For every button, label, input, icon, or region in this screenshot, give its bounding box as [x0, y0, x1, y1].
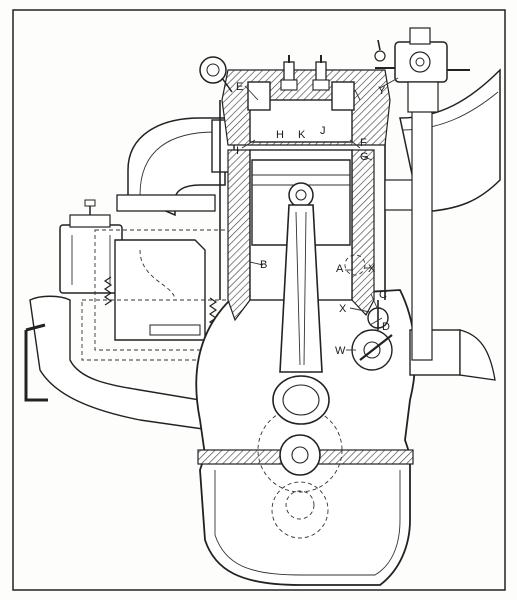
label-K: K — [298, 129, 306, 141]
label-F: F — [360, 137, 367, 149]
big-end-bearing — [272, 375, 330, 425]
label-E: E — [236, 81, 243, 93]
exhaust-elbow — [127, 117, 226, 217]
label-D: D — [382, 321, 390, 333]
page-border — [12, 9, 506, 591]
label-W: W — [335, 345, 346, 357]
label-G: G — [360, 151, 369, 163]
lower-housing-arm — [29, 295, 212, 431]
label-X-lower: X — [339, 303, 347, 315]
float-chamber — [59, 224, 123, 294]
valve-spring-left — [103, 276, 113, 306]
label-B: B — [260, 259, 267, 271]
cylinder-wall-left — [227, 149, 251, 322]
crankshaft-main — [279, 434, 321, 476]
label-H: H — [276, 129, 284, 141]
connecting-rod — [279, 204, 323, 373]
carburettor-body — [114, 239, 206, 341]
label-A: A — [336, 263, 344, 275]
label-X-upper: X — [368, 263, 376, 275]
magneto — [394, 41, 448, 83]
label-C: C — [379, 289, 387, 301]
water-outlet — [199, 56, 227, 84]
cylinder-wall-right — [351, 149, 375, 317]
gudgeon-pin — [288, 182, 314, 208]
crank-throw-path — [271, 481, 329, 539]
label-I: I — [236, 145, 239, 157]
label-Y: Y — [378, 85, 386, 97]
part-labels: E I H K J F G B A X C X D W Y — [236, 81, 390, 357]
label-J: J — [320, 125, 326, 137]
manifold-flange — [116, 194, 216, 212]
leader-lines — [241, 77, 399, 351]
